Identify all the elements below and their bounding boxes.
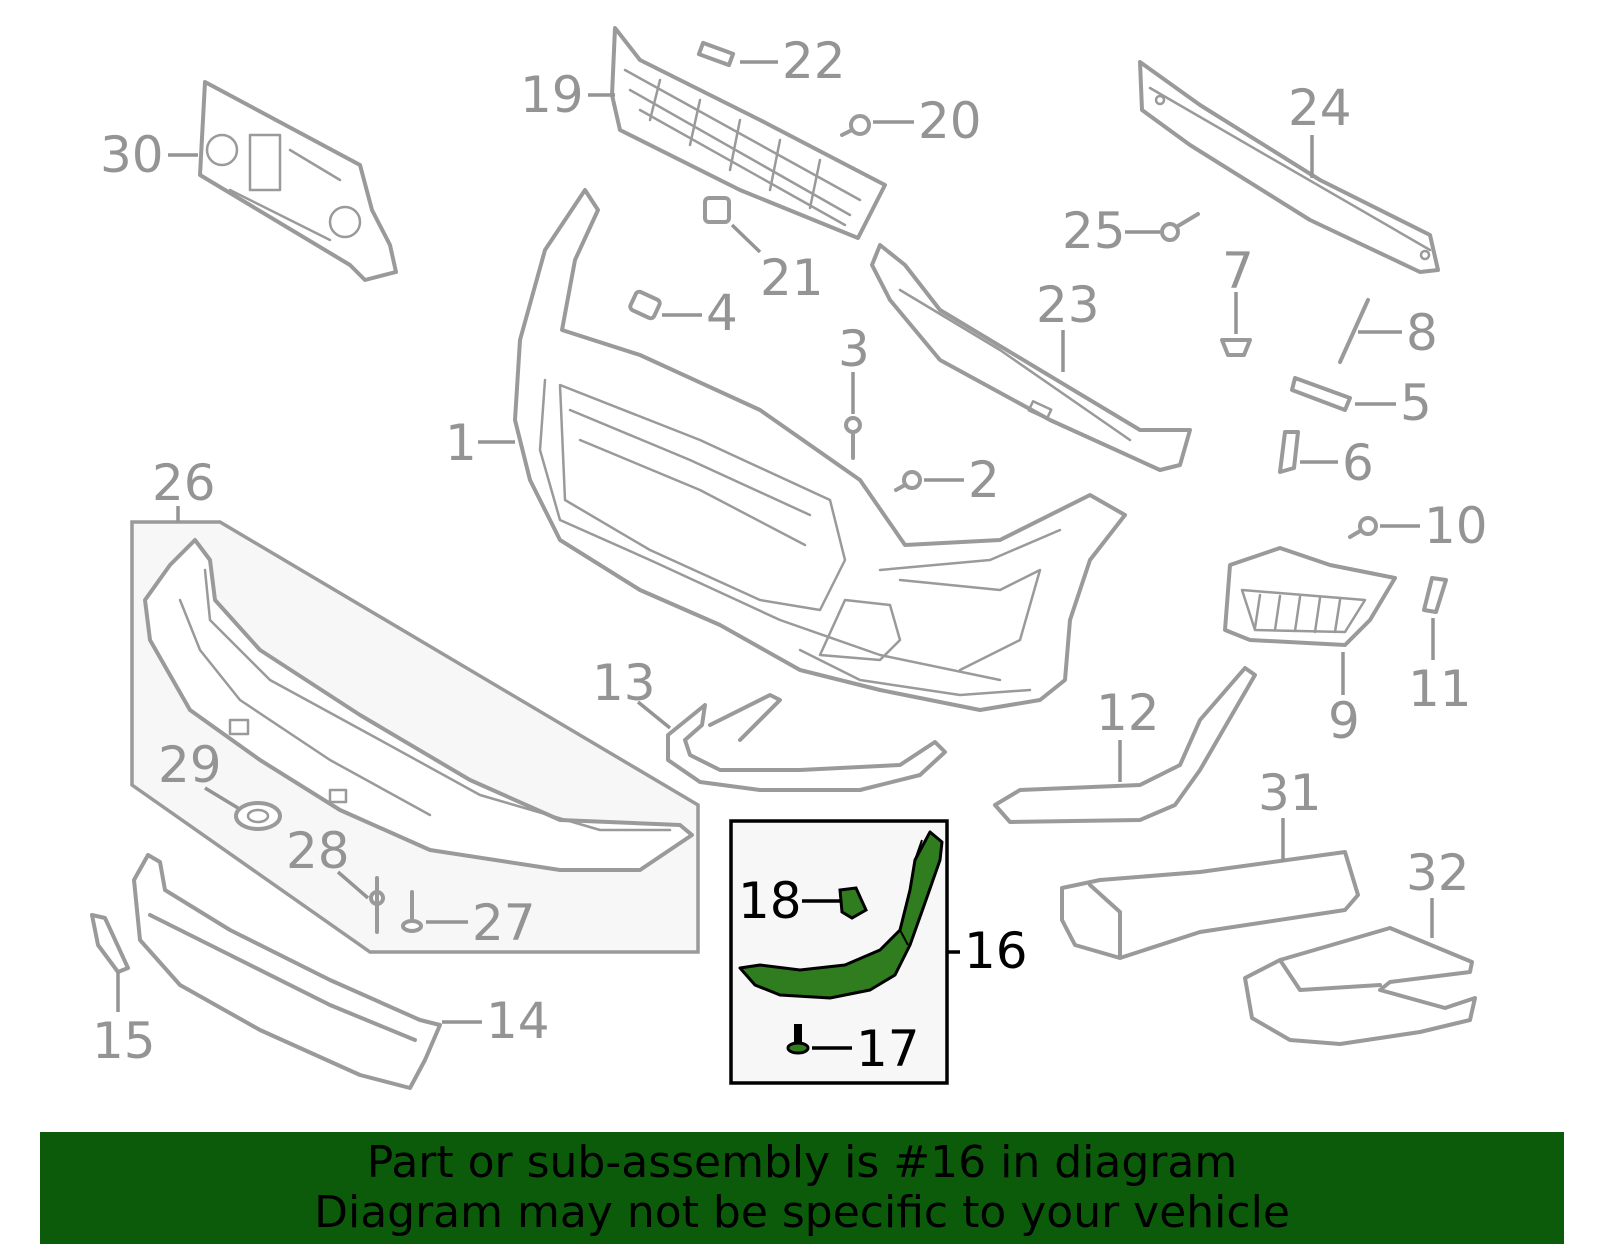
part-27-screw[interactable] — [401, 890, 423, 933]
callout-27: 27 — [472, 894, 536, 952]
callout-18: 18 — [738, 872, 802, 930]
part-29-grommet[interactable] — [234, 801, 282, 831]
callout-20: 20 — [918, 92, 982, 150]
part-9-fog-bezel[interactable] — [1223, 546, 1397, 647]
callout-14: 14 — [486, 992, 550, 1050]
callout-19: 19 — [520, 66, 584, 124]
info-banner: Part or sub-assembly is #16 in diagram D… — [40, 1132, 1564, 1244]
banner-line-2: Diagram may not be specific to your vehi… — [314, 1187, 1290, 1238]
part-5-bracket[interactable] — [1290, 376, 1352, 412]
part-3-push-pin[interactable] — [844, 416, 862, 460]
callout-10: 10 — [1424, 497, 1488, 555]
part-6-clip[interactable] — [1278, 430, 1300, 474]
part-32-air-guide[interactable] — [1243, 926, 1477, 1046]
part-17-screw-highlighted[interactable] — [786, 1024, 810, 1055]
part-21-clip[interactable] — [703, 196, 731, 224]
part-7-nut-clip[interactable] — [1220, 338, 1252, 357]
banner-line-1: Part or sub-assembly is #16 in diagram — [366, 1137, 1238, 1188]
callout-31: 31 — [1258, 764, 1322, 822]
callout-22: 22 — [782, 32, 846, 90]
part-11-strip[interactable] — [1422, 576, 1448, 614]
callout-5: 5 — [1400, 374, 1432, 432]
callout-2: 2 — [968, 451, 1000, 509]
callout-23: 23 — [1036, 276, 1100, 334]
leader-28 — [336, 870, 370, 900]
part-12-side-trim[interactable] — [993, 666, 1257, 824]
part-19-upper-grille[interactable] — [610, 26, 887, 240]
part-30-plate-bracket[interactable] — [198, 80, 398, 282]
callout-11: 11 — [1408, 660, 1472, 718]
parts-diagram: 30 19 22 20 21 4 1 3 — [90, 26, 1488, 1090]
part-2-screw[interactable] — [894, 470, 922, 492]
part-15-bracket[interactable] — [90, 913, 130, 974]
leader-21 — [730, 223, 762, 254]
part-1-bumper-cover[interactable] — [513, 188, 1127, 712]
callout-1: 1 — [445, 414, 477, 472]
part-18-clip-nut-highlighted[interactable] — [838, 886, 868, 920]
part-20-screw[interactable] — [840, 114, 871, 137]
part-28-pin[interactable] — [369, 876, 385, 934]
callout-13: 13 — [592, 654, 656, 712]
callout-16: 16 — [964, 922, 1028, 980]
leader-13 — [636, 700, 672, 730]
part-25-bolt[interactable] — [1160, 212, 1200, 242]
part-31-deflector[interactable] — [1060, 850, 1360, 960]
part-22-emblem[interactable] — [696, 40, 736, 68]
callout-25: 25 — [1062, 202, 1126, 260]
callout-8: 8 — [1406, 304, 1438, 362]
leader-29 — [204, 786, 239, 810]
part-26-lower-support[interactable] — [143, 538, 694, 872]
part-4-clip[interactable] — [628, 289, 662, 321]
part-8-rod[interactable] — [1338, 298, 1370, 364]
part-23-energy-absorber[interactable] — [870, 243, 1192, 472]
callout-32: 32 — [1406, 844, 1470, 902]
callout-4: 4 — [706, 284, 738, 342]
callout-9: 9 — [1328, 692, 1360, 750]
callout-26: 26 — [152, 454, 216, 512]
callout-29: 29 — [158, 736, 222, 794]
callout-17: 17 — [856, 1020, 920, 1078]
callout-6: 6 — [1342, 434, 1374, 492]
callout-12: 12 — [1096, 684, 1160, 742]
part-14-lower-valance[interactable] — [132, 853, 442, 1090]
part-24-reinforcement[interactable] — [1138, 60, 1440, 274]
callout-21: 21 — [760, 249, 824, 307]
callout-30: 30 — [100, 126, 164, 184]
callout-15: 15 — [92, 1012, 156, 1070]
callout-28: 28 — [286, 822, 350, 880]
callout-24: 24 — [1288, 79, 1352, 137]
group-16-highlight-box — [729, 819, 949, 1085]
part-13-lower-trim[interactable] — [666, 693, 947, 792]
part-16-deflector-highlighted[interactable] — [738, 830, 944, 1000]
callout-7: 7 — [1222, 242, 1254, 300]
part-10-screw[interactable] — [1348, 516, 1378, 539]
callout-3: 3 — [838, 320, 870, 378]
